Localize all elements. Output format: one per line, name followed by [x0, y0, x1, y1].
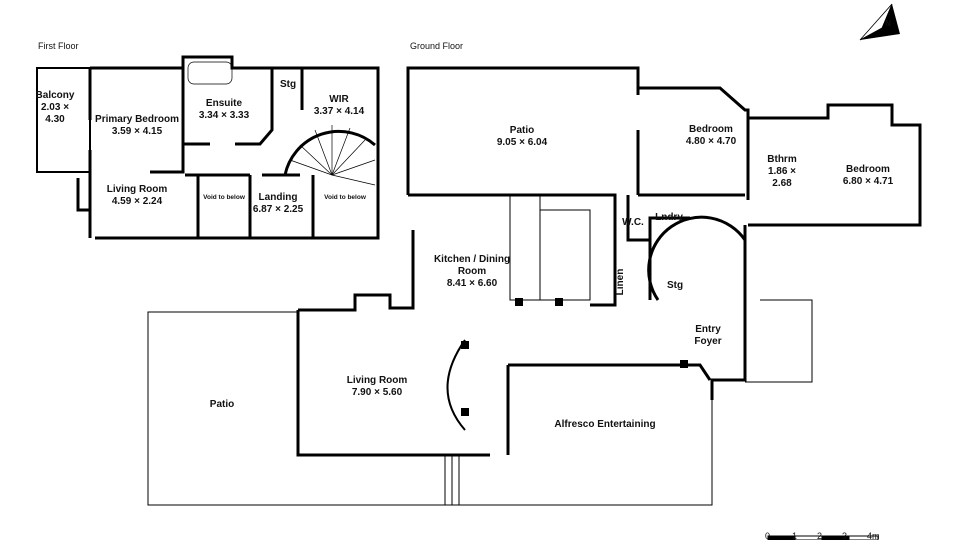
- first-floor-title: First Floor: [38, 41, 79, 51]
- outline-structures: [147, 194, 813, 506]
- room-wc: W.C.: [622, 217, 644, 228]
- room-linen: Linen: [615, 268, 626, 296]
- scale-tick-4: 4m: [867, 531, 880, 541]
- scale-bar: [767, 535, 879, 540]
- void-to-below-right: Void to below: [324, 194, 366, 201]
- columns: [461, 298, 688, 416]
- compass-icon: [859, 3, 900, 41]
- room-storage-ground: Stg: [666, 280, 684, 291]
- scale-tick-1: 1: [792, 531, 798, 541]
- room-storage: Stg: [279, 79, 297, 90]
- room-alfresco: Alfresco Entertaining: [554, 419, 656, 430]
- scale-tick-2: 2: [817, 531, 823, 541]
- first-floor-walls: [36, 55, 380, 240]
- scale-tick-0: 0: [765, 531, 771, 541]
- first-floor-stairs: [187, 61, 376, 186]
- compass-label: N: [885, 19, 891, 28]
- ground-floor-walls: [296, 66, 922, 457]
- room-entry-foyer: Entry Foyer: [694, 324, 722, 347]
- room-patio-west: Patio: [209, 399, 235, 410]
- ground-floor-title: Ground Floor: [410, 41, 464, 51]
- room-laundry: Lndry: [655, 212, 683, 223]
- void-to-below-left: Void to below: [203, 194, 245, 201]
- scale-tick-3: 3: [842, 531, 848, 541]
